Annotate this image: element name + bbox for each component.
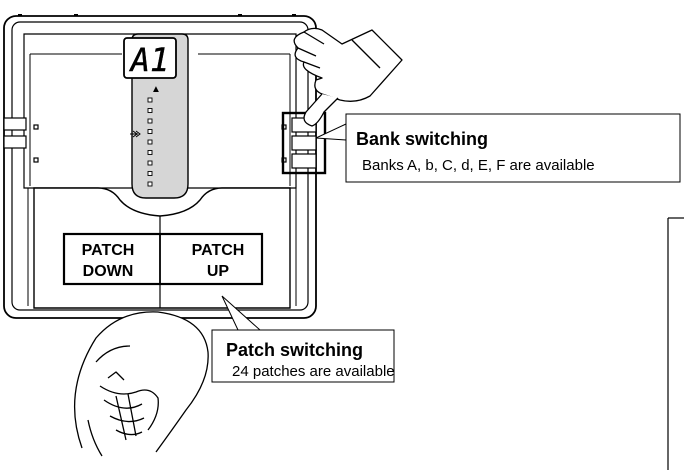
patch-indicator-led — [147, 160, 153, 166]
bank-callout-pointer — [315, 123, 347, 141]
patch-indicator-leds — [147, 97, 153, 187]
patch-callout-box — [211, 329, 395, 383]
patch-callout-title: Patch switching — [226, 340, 363, 360]
bank-callout-description: Banks A, b, C, d, E, F are available — [362, 157, 595, 174]
pointing-hand-icon — [293, 27, 403, 127]
adjacent-frame-edge — [667, 217, 684, 470]
bank-callout-box — [345, 113, 681, 183]
segment-display-text: A1 — [129, 41, 170, 79]
arrow-marker-icon — [130, 130, 141, 138]
bank-callout-title: Bank switching — [356, 129, 488, 149]
svg-text:UP: UP — [207, 263, 230, 280]
svg-text:PATCH: PATCH — [192, 242, 245, 259]
svg-text:PATCH: PATCH — [82, 242, 135, 259]
foot-shoe-icon — [73, 311, 209, 457]
patch-indicator-led — [147, 97, 153, 103]
left-jack-connector — [3, 117, 39, 163]
patch-up-label[interactable]: PATCH UP — [192, 242, 245, 280]
patch-callout-description: 24 patches are available — [232, 363, 395, 380]
patch-label-box — [62, 232, 264, 286]
patch-indicator-led — [147, 129, 153, 134]
patch-indicator-led — [147, 108, 153, 113]
patch-indicator-led — [147, 118, 153, 124]
segment-display-frame — [123, 37, 177, 79]
patch-indicator-led — [147, 150, 153, 155]
bank-switch-highlight — [281, 111, 327, 175]
patch-callout-pointer — [221, 295, 261, 331]
patch-indicator-led — [147, 171, 153, 176]
patch-indicator-led — [147, 139, 153, 145]
display-caret-icon: ▲ — [151, 84, 161, 95]
svg-text:DOWN: DOWN — [83, 263, 134, 280]
patch-indicator-led — [147, 181, 153, 187]
patch-down-label[interactable]: PATCH DOWN — [82, 242, 135, 280]
